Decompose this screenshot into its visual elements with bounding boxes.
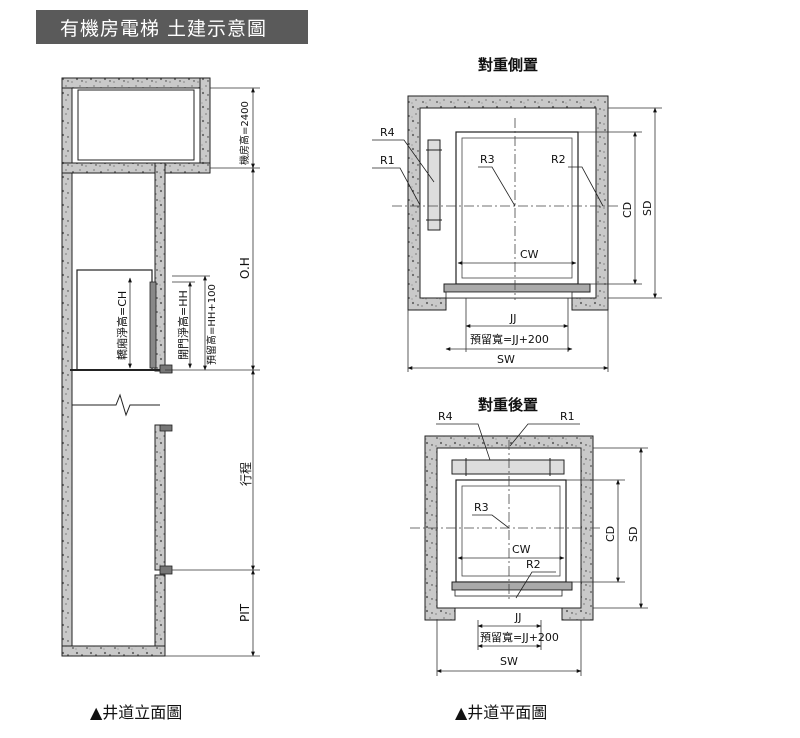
rear-counterweight — [451, 459, 565, 475]
side-counterweight — [427, 139, 441, 231]
elevation-caption: ▲井道立面圖 — [90, 703, 182, 722]
elevation-view: 機房高=2400 O.H 轎廂淨高=CH 開門淨高=HH 預留高=HH+100 … — [61, 77, 260, 722]
rear-sill — [451, 581, 573, 591]
side-r1-label: R1 — [380, 154, 395, 167]
rear-sd-label: SD — [627, 527, 640, 542]
machine-room-roof — [61, 77, 211, 89]
machine-room — [77, 89, 195, 161]
mid-right-wall — [154, 424, 166, 571]
car-door — [149, 281, 157, 369]
rear-car — [455, 479, 567, 583]
side-sd-label: SD — [641, 201, 654, 216]
landing-sill-upper — [159, 364, 173, 374]
page-title: 有機房電梯 土建示意圖 — [60, 18, 268, 40]
landing-sill-mid — [159, 424, 173, 432]
plan-rear-title: 對重後置 — [478, 396, 538, 414]
door-height-label: 開門淨高=HH — [176, 290, 190, 360]
pit-right-wall — [154, 574, 166, 657]
rear-r2-label: R2 — [526, 558, 541, 571]
side-cd-label: CD — [621, 202, 634, 218]
travel-label: 行程 — [238, 462, 253, 486]
side-dimensions — [407, 107, 662, 372]
landing-sill-lower — [159, 565, 173, 575]
header-banner — [36, 10, 308, 44]
rear-r3-label: R3 — [474, 501, 489, 514]
plan-caption: ▲井道平面圖 — [455, 703, 547, 722]
rear-r1-label: R1 — [560, 410, 575, 423]
pit-floor — [61, 645, 166, 657]
side-reserved-width-label: 預留寬=JJ+200 — [470, 332, 549, 346]
rear-dimensions — [436, 447, 648, 676]
elevator-car — [76, 269, 153, 371]
overhead-label: O.H — [238, 257, 252, 279]
side-jj-label: JJ — [509, 312, 517, 325]
rear-jj-label: JJ — [514, 611, 522, 624]
rear-sw-label: SW — [500, 655, 518, 668]
side-r3-label: R3 — [480, 153, 495, 166]
break-line — [72, 393, 160, 417]
reserved-height-label: 預留高=HH+100 — [205, 284, 218, 365]
plan-side-view: 對重側置 R4 R1 R3 R2 — [372, 56, 662, 372]
side-r2-label: R2 — [551, 153, 566, 166]
side-sill — [443, 283, 591, 293]
machine-room-right-wall — [199, 77, 211, 169]
rear-reserved-width-label: 預留寬=JJ+200 — [480, 630, 559, 644]
rear-cd-label: CD — [604, 526, 617, 542]
side-sw-label: SW — [497, 353, 515, 366]
plan-rear-view: 對重後置 R4 R1 R3 R2 — [410, 396, 648, 722]
machine-room-height-label: 機房高=2400 — [238, 101, 251, 165]
rear-cw-label: CW — [512, 543, 531, 556]
side-car — [455, 131, 579, 285]
rear-r4-label: R4 — [438, 410, 453, 423]
car-height-label: 轎廂淨高=CH — [115, 291, 129, 360]
machine-room-floor — [61, 162, 211, 174]
upper-right-wall — [154, 162, 166, 372]
pit-label: PIT — [238, 603, 252, 622]
side-cw-label: CW — [520, 248, 539, 261]
elevation-dimensions — [128, 87, 260, 657]
side-r4-label: R4 — [380, 126, 395, 139]
plan-side-title: 對重側置 — [478, 56, 538, 74]
